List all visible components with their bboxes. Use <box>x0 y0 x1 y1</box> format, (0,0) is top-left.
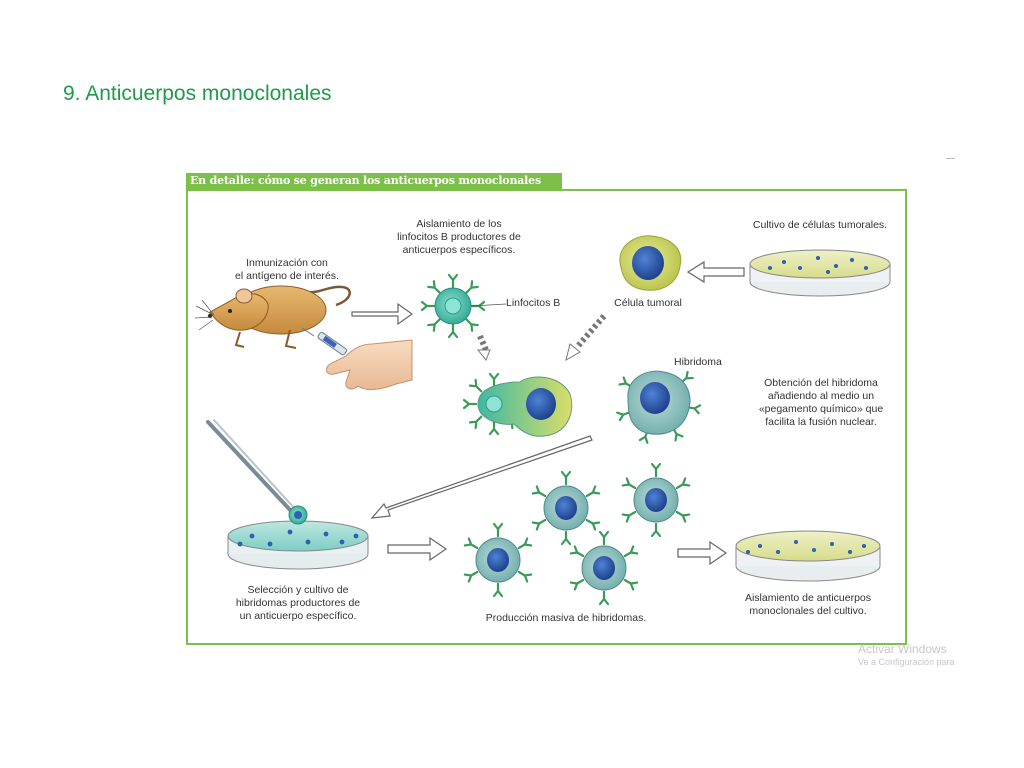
arrow-to-tumor-cell <box>686 260 745 284</box>
watermark-line2: Ve a Configuración para <box>858 657 955 667</box>
arrow-to-mass-production <box>387 536 448 562</box>
label-inmunizacion: Inmunización con el antígeno de interés. <box>235 257 339 282</box>
label-hibridoma: Hibridoma <box>674 356 722 368</box>
tumor-cell <box>619 235 682 291</box>
mass-hybridoma-3 <box>463 522 533 598</box>
tweezers-illustration <box>206 419 297 514</box>
dotted-arrow-tumor-to-fusion <box>565 314 607 362</box>
fusing-cells <box>462 372 573 437</box>
slide-title: 9. Anticuerpos monoclonales <box>63 82 332 105</box>
arrow-to-lymphocyte <box>351 302 414 326</box>
label-linfocitos-b: Linfocitos B <box>506 297 561 309</box>
label-cultivo-tumorales: Cultivo de células tumorales. <box>752 219 888 231</box>
syringe-hand-illustration <box>301 327 413 391</box>
mass-hybridoma-2 <box>621 462 691 538</box>
b-lymphocyte-cell <box>420 273 507 339</box>
label-seleccion-cultivo: Selección y cultivo de hibridomas produc… <box>235 584 361 622</box>
activation-watermark: Activar Windows Ve a Configuración para <box>858 642 955 667</box>
label-produccion-masiva: Producción masiva de hibridomas. <box>485 612 647 624</box>
label-obtencion-hibridoma: Obtención del hibridoma añadiendo al med… <box>758 377 884 428</box>
dotted-arrow-lymphocyte-to-fusion <box>476 334 491 361</box>
hybridoma-cell <box>616 370 702 444</box>
antibody-isolation-dish <box>735 530 881 582</box>
mouse-illustration <box>194 285 351 349</box>
label-celula-tumoral: Célula tumoral <box>614 297 682 309</box>
mass-hybridoma-4 <box>569 530 639 606</box>
mass-hybridoma-cells <box>463 462 691 606</box>
tumor-culture-dish <box>749 249 891 297</box>
corner-dash <box>946 158 955 159</box>
arrow-to-selection-dish <box>370 435 593 519</box>
arrow-to-antibody-dish <box>677 540 728 566</box>
selection-culture-dish <box>227 505 369 570</box>
figure-title: En detalle: cómo se generan los anticuer… <box>190 174 541 187</box>
label-aislamiento-anticuerpos: Aislamiento de anticuerpos monoclonales … <box>744 592 872 617</box>
mass-hybridoma-1 <box>531 470 601 546</box>
watermark-line1: Activar Windows <box>858 642 947 656</box>
figure-title-tab: En detalle: cómo se generan los anticuer… <box>186 173 562 189</box>
label-aislamiento-linfocitos: Aislamiento de los linfocitos B producto… <box>397 218 521 256</box>
